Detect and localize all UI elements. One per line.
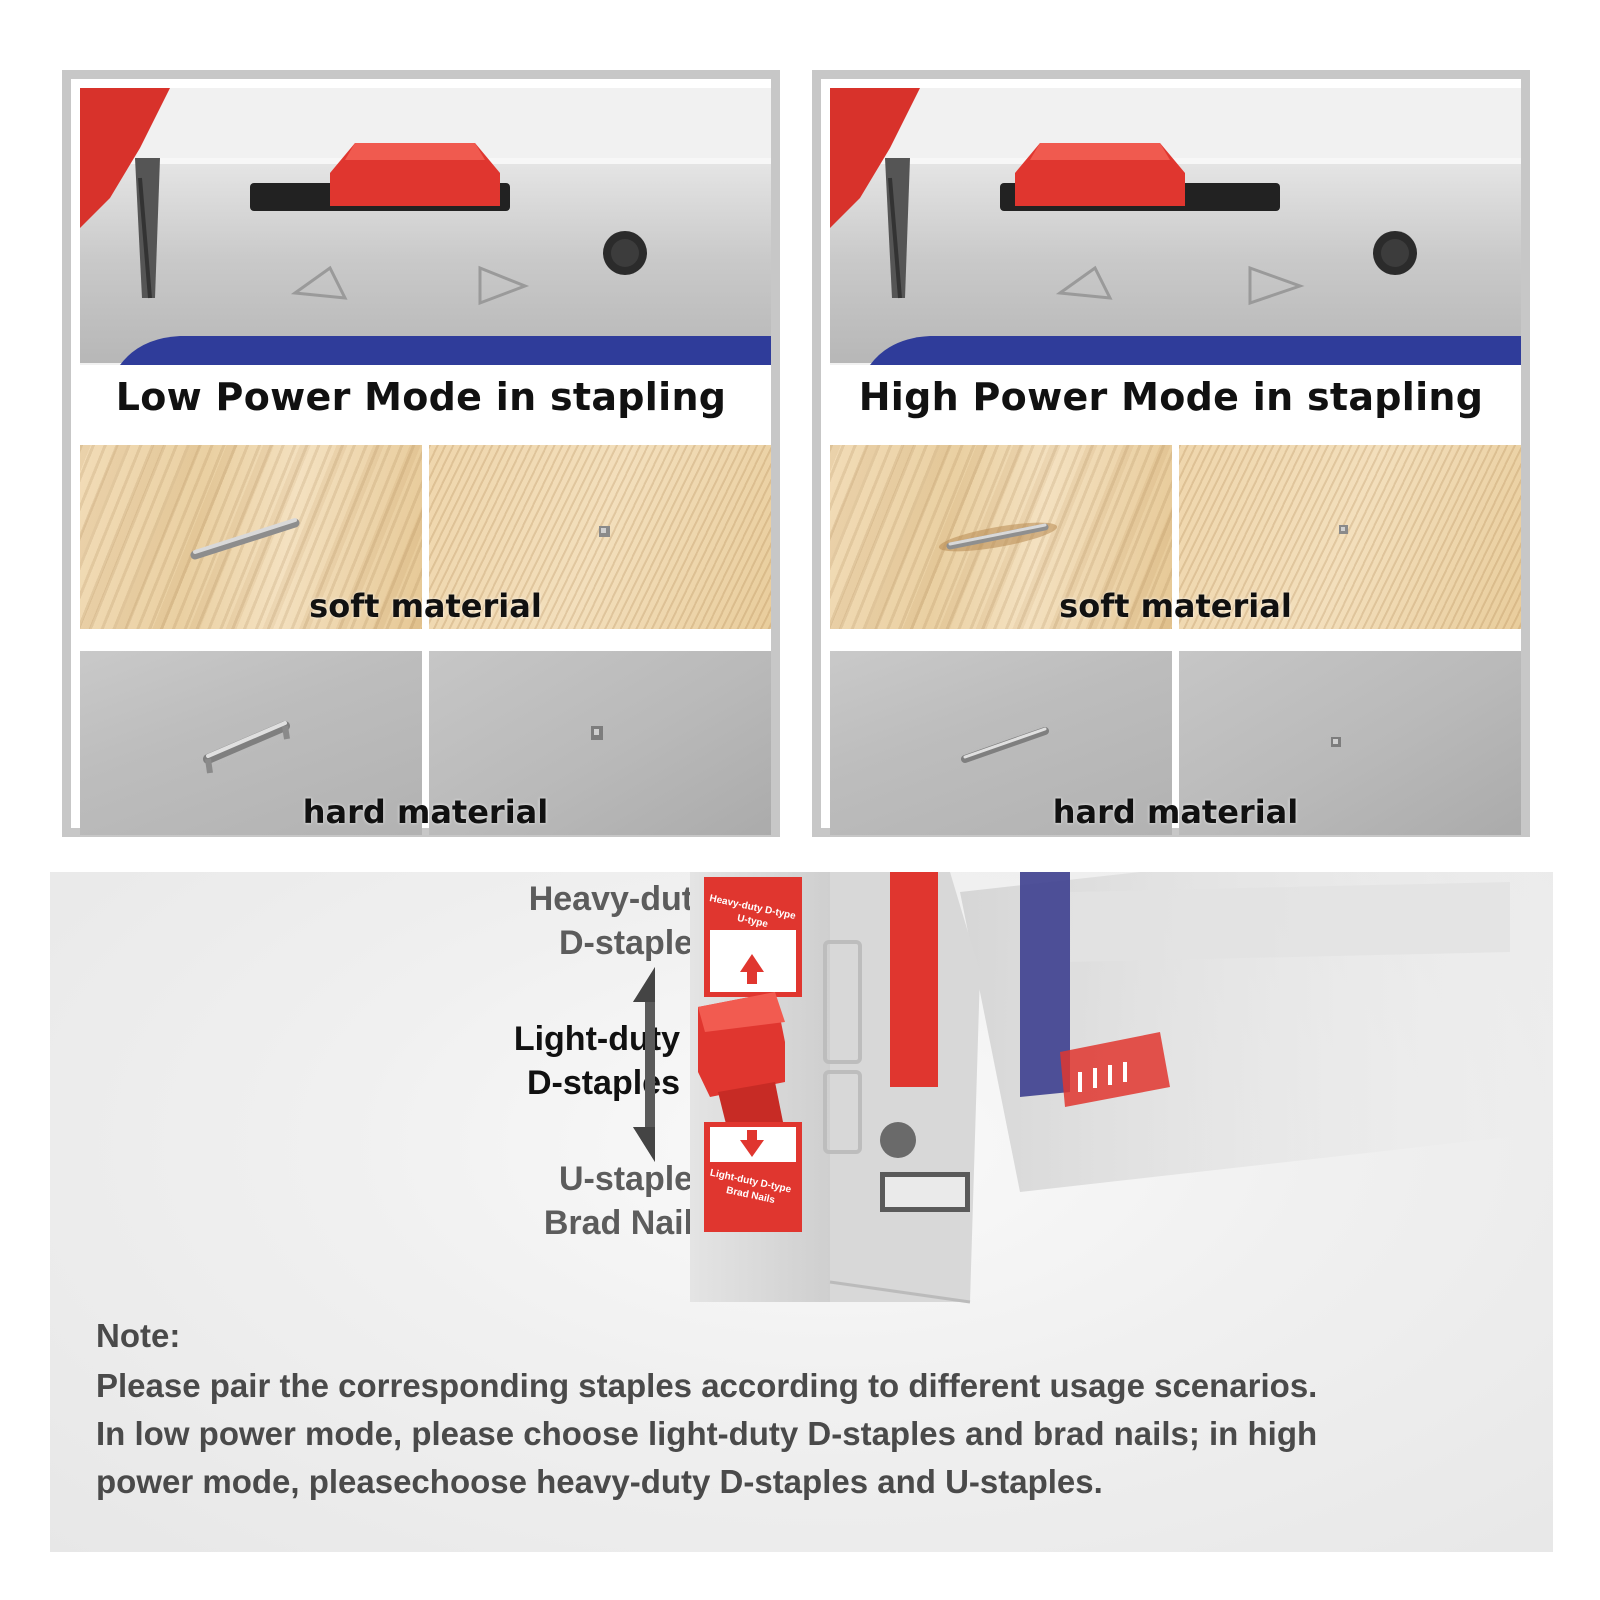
note-line-2: In low power mode, please choose light-d… [96, 1415, 1318, 1452]
high-hard-staple-top-photo [830, 651, 1172, 835]
staple-sunken-mark [938, 522, 1058, 552]
high-hard-staple-side-photo [1179, 651, 1521, 835]
heavy-duty-option-label: Heavy-duty D-staples [350, 878, 712, 965]
low-hard-material-label: hard material [302, 793, 549, 831]
low-hard-staple-side-photo [429, 651, 771, 835]
high-power-panel: High Power Mode in stapling soft materia… [812, 70, 1530, 837]
staple-crown-mark [190, 518, 300, 560]
high-hard-material-row: hard material [830, 651, 1521, 835]
staple-leg-mark [1339, 525, 1348, 534]
high-soft-material-row: soft material [830, 445, 1521, 629]
staple-leg-mark [599, 526, 610, 537]
u-staples-line2: Brad Nails [543, 1203, 712, 1242]
stapler-front-illustration: Heavy-duty D-type U-type Light-duty D-ty… [690, 872, 1553, 1304]
note-line-3: power mode, pleasechoose heavy-duty D-st… [96, 1463, 1103, 1500]
stapler-side-view-high [830, 88, 1521, 365]
high-soft-material-label: soft material [1059, 587, 1292, 625]
brand-logo [1078, 1062, 1127, 1092]
heavy-duty-line1: Heavy-duty [528, 880, 712, 918]
double-arrow-icon [633, 967, 655, 1162]
staple-flush-mark [961, 727, 1049, 763]
heavy-duty-line2: D-staples [558, 923, 712, 962]
note-line-1: Please pair the corresponding staples ac… [96, 1367, 1318, 1404]
high-soft-staple-top-photo [830, 445, 1172, 629]
u-staples-option-label: U-staples Brad Nails [350, 1158, 712, 1245]
high-soft-staple-side-photo [1179, 445, 1521, 629]
arrow-down-icon [740, 1130, 764, 1157]
high-hard-material-label: hard material [1052, 793, 1299, 831]
low-hard-material-row: hard material [80, 651, 771, 835]
staple-selector-section: Heavy-duty D-staples Light-duty D-staple… [50, 872, 1553, 1552]
low-power-title: Low Power Mode in stapling [115, 375, 727, 419]
low-soft-material-row: soft material [80, 445, 771, 629]
note-heading: Note: [96, 1317, 181, 1354]
staple-leg-mark [1331, 737, 1341, 747]
low-hard-staple-top-photo [80, 651, 422, 835]
high-power-title: High Power Mode in stapling [858, 375, 1484, 419]
low-power-panel: Low Power Mode in stapling soft material [62, 70, 780, 837]
arrow-up-icon [740, 954, 764, 984]
high-power-selector-photo [830, 88, 1521, 365]
low-soft-material-label: soft material [309, 587, 542, 625]
stapler-side-view-low [80, 88, 771, 365]
low-power-selector-photo [80, 88, 771, 365]
low-soft-staple-top-photo [80, 445, 422, 629]
u-staples-line1: U-staples [558, 1160, 712, 1198]
staple-raised-mark [203, 721, 290, 774]
low-soft-staple-side-photo [429, 445, 771, 629]
staple-leg-mark [591, 726, 603, 740]
